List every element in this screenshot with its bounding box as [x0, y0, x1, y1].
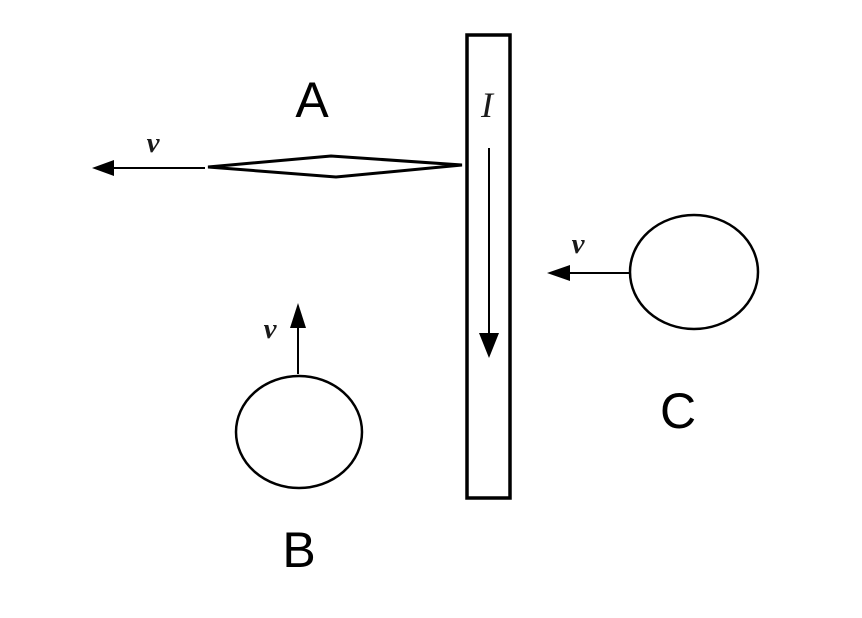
velocity-a-label: v	[147, 127, 161, 159]
object-a-label: A	[295, 72, 329, 128]
object-c-label: C	[660, 383, 696, 439]
circle-c-shape	[628, 213, 760, 331]
velocity-a-arrow-head-icon	[92, 160, 114, 176]
velocity-b-label: v	[264, 313, 278, 345]
loop-a-shape	[207, 154, 463, 179]
velocity-c-label: v	[572, 228, 586, 260]
velocity-b-arrow-head-icon	[290, 303, 306, 328]
object-b-label: B	[282, 522, 315, 578]
circle-b-shape	[234, 374, 364, 490]
current-wire	[465, 33, 512, 500]
velocity-c-arrow-head-icon	[547, 265, 570, 281]
current-label: I	[480, 85, 495, 125]
current-arrow-head-icon	[479, 333, 499, 358]
